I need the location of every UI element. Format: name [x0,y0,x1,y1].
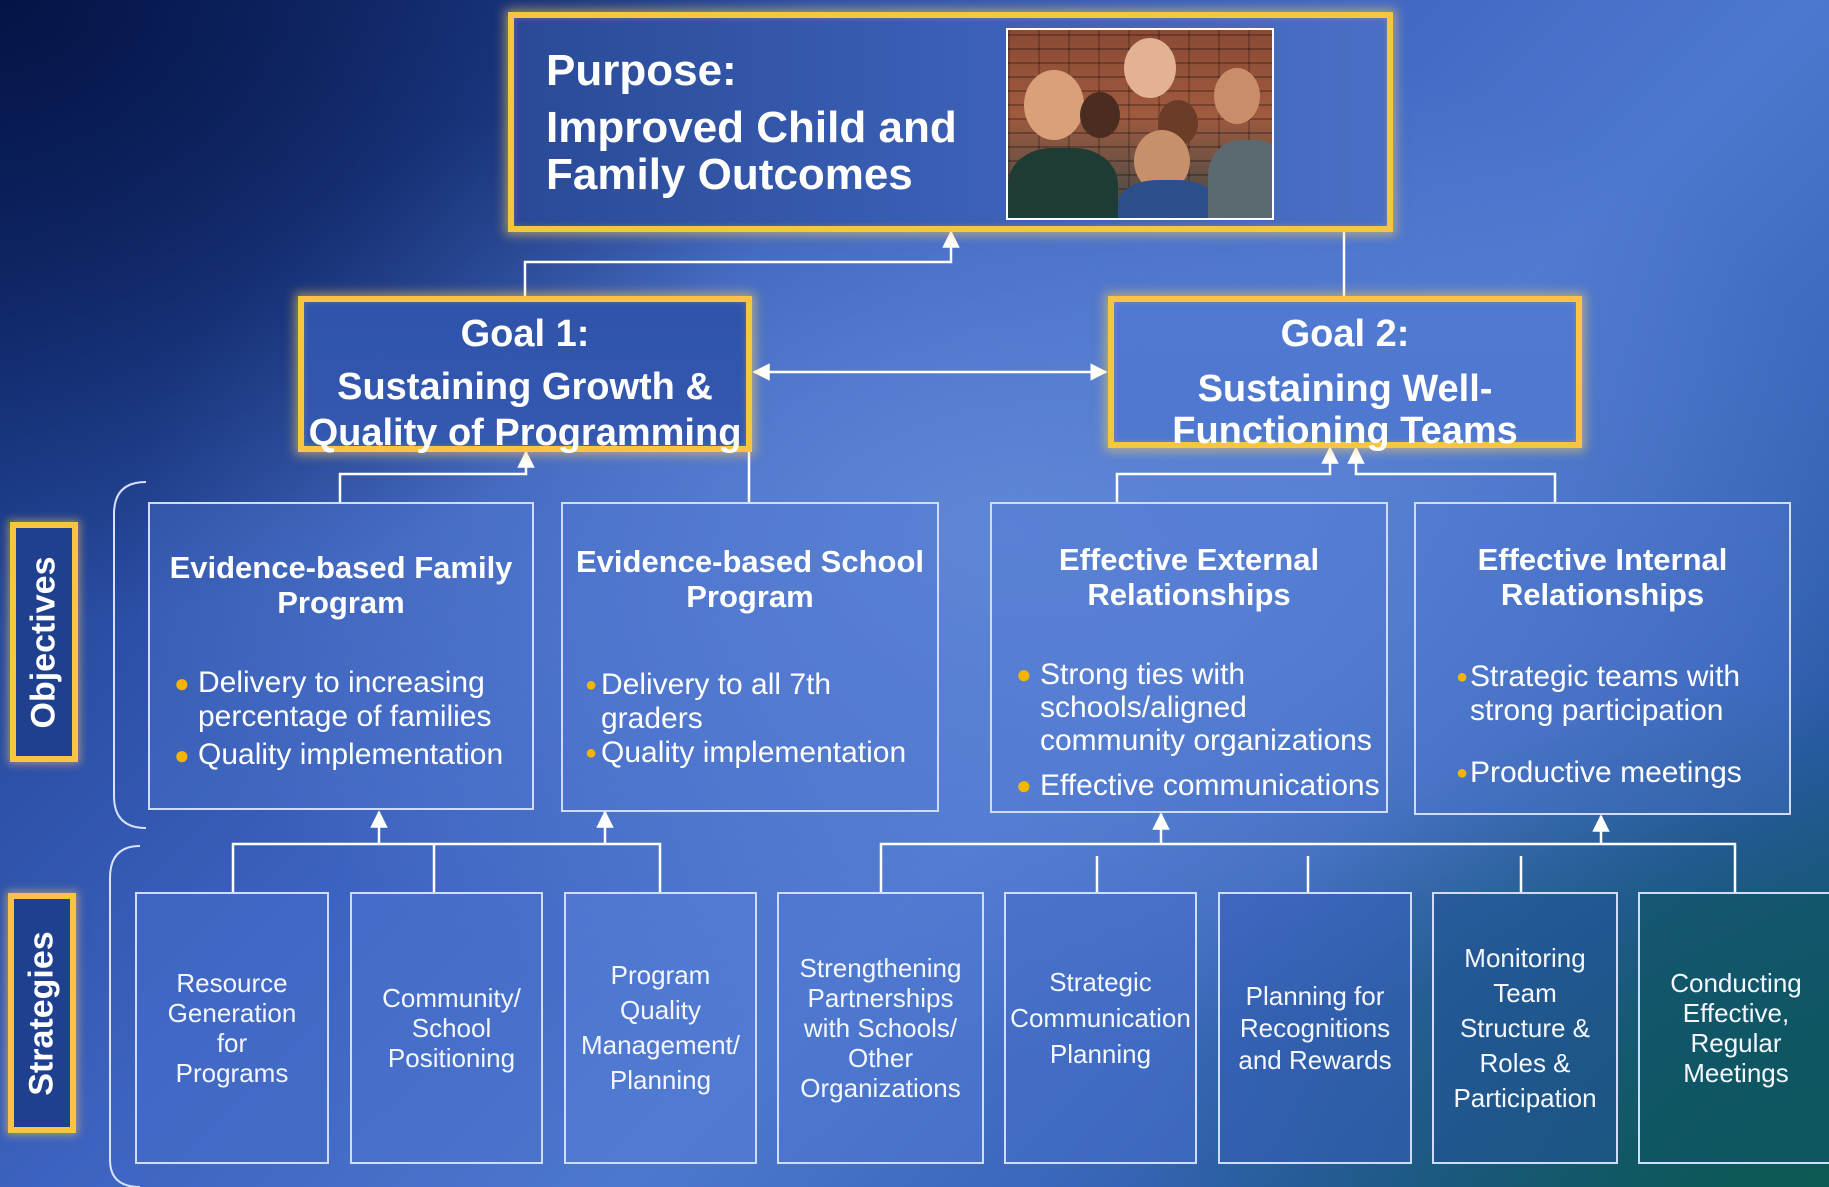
clothing-shape [1008,148,1118,218]
strategy-text: Planning for Recognitions and Rewards [1238,981,1392,1075]
strategy-left-bus [231,842,662,892]
strategy-text: Monitoring Team Structure & Roles & Part… [1453,942,1597,1113]
strategy-text: Community/ School Positioning [382,983,521,1073]
goal-2-box: Goal 2: Sustaining Well-Functioning Team… [1108,296,1582,452]
objective-school-program: Evidence-based School Program ●Delivery … [561,502,939,812]
bullet-dot-icon: ● [585,674,598,696]
bullet-item: ●Productive meetings [1456,756,1786,790]
objective-title: Evidence-based Family Program [169,550,513,620]
person-figure [1080,92,1120,138]
person-figure [1214,68,1260,124]
obj3-to-goal2-connector [1115,446,1339,502]
strategy-recognitions-rewards: Planning for Recognitions and Rewards [1218,892,1412,1164]
strategies-side-label: Strategies [8,893,76,1133]
bullet-item: ●Delivery to all 7th graders [583,668,933,736]
goal-2-text: Sustaining Well-Functioning Teams [1172,368,1518,452]
objective-bullets: ●Delivery to all 7th graders ●Quality im… [583,668,933,770]
clothing-shape [1208,140,1272,218]
objectives-side-label: Objectives [10,522,78,762]
strategy-right-bus [879,842,1737,892]
objective-bullets: ● Strong ties with schools/aligned commun… [1014,658,1384,802]
bullet-text: Strategic teams with strong participatio… [1470,660,1741,727]
goal-1-label: Goal 1: [460,313,590,355]
bullet-item: ● Strong ties with schools/aligned commun… [1014,658,1384,757]
bullet-text: Delivery to all 7th graders [601,668,832,735]
bullet-dot-icon: ● [1016,659,1032,689]
strategies-label-text: Strategies [22,930,61,1096]
strategy-text: Strengthening Partnerships with Schools/… [799,953,962,1103]
bullet-dot-icon: ● [174,740,190,770]
strategy-text: Strategic Communication Planning [1010,967,1191,1069]
objective-external-relationships: Effective External Relationships ● Strong… [990,502,1388,813]
bullet-dot-icon: ● [174,668,190,698]
objective-bullets: ● Delivery to increasing percentage of fa… [172,666,522,772]
strategy-text: Conducting Effective, Regular Meetings [1670,968,1802,1088]
family-photo [1006,28,1274,220]
objective-family-program: Evidence-based Family Program ● Delivery … [148,502,534,810]
obj1-to-goal1-connector [338,450,535,502]
strategy-text: Program Quality Management/ Planning [581,960,740,1095]
purpose-label: Purpose: [546,46,737,95]
objective-title: Evidence-based School Program [576,544,924,614]
bullet-text: Strong ties with schools/aligned communi… [1040,658,1372,757]
person-figure [1124,38,1176,98]
bullet-item: ● Quality implementation [172,738,522,772]
bullet-dot-icon: ● [585,742,598,764]
strategy-monitoring-team: Monitoring Team Structure & Roles & Part… [1432,892,1618,1164]
strategy-community-positioning: Community/ School Positioning [350,892,543,1164]
strategy-strategic-communication: Strategic Communication Planning [1004,892,1197,1164]
objective-title: Effective Internal Relationships [1477,542,1728,612]
purpose-title: Improved Child and Family Outcomes [546,103,957,199]
bullet-text: Delivery to increasing percentage of fam… [198,666,492,733]
goal1-to-purpose-connector [523,230,960,296]
bullet-text: Quality implementation [198,738,504,771]
strategy-resource-generation: Resource Generation for Programs [135,892,329,1164]
objective-bullets: ●Strategic teams with strong participati… [1456,660,1786,790]
strategy-strengthening-partnerships: Strengthening Partnerships with Schools/… [777,892,984,1164]
bullet-item: ● Effective communications [1014,769,1384,802]
bullet-text: Quality implementation [601,736,907,769]
goal-1-box: Goal 1: Sustaining Growth & Quality of P… [298,296,752,454]
objectives-label-text: Objectives [24,556,63,728]
strategy-program-quality: Program Quality Management/ Planning [564,892,757,1164]
purpose-box: Purpose: Improved Child and Family Outco… [508,12,1393,232]
clothing-shape [1118,180,1218,218]
bullet-item: ●Quality implementation [583,736,933,770]
bullet-text: Productive meetings [1470,756,1742,789]
strategy-conducting-meetings: Conducting Effective, Regular Meetings [1638,892,1829,1164]
obj4-to-goal2-connector [1347,446,1557,502]
person-figure [1024,70,1084,140]
bullet-dot-icon: ● [1016,770,1032,800]
bullet-dot-icon: ● [1456,666,1469,688]
objective-internal-relationships: Effective Internal Relationships ●Strate… [1414,502,1791,815]
bullet-item: ●Strategic teams with strong participati… [1456,660,1786,728]
bullet-text: Effective communications [1040,769,1380,802]
bullet-item: ● Delivery to increasing percentage of fa… [172,666,522,734]
goal-1-text: Sustaining Growth & Quality of Programmi… [308,366,742,454]
strategy-text: Resource Generation for Programs [167,968,297,1088]
bullet-dot-icon: ● [1456,762,1469,784]
objective-title: Effective External Relationships [1058,542,1320,612]
goal-2-label: Goal 2: [1280,313,1410,355]
objectives-bracket [113,481,147,829]
